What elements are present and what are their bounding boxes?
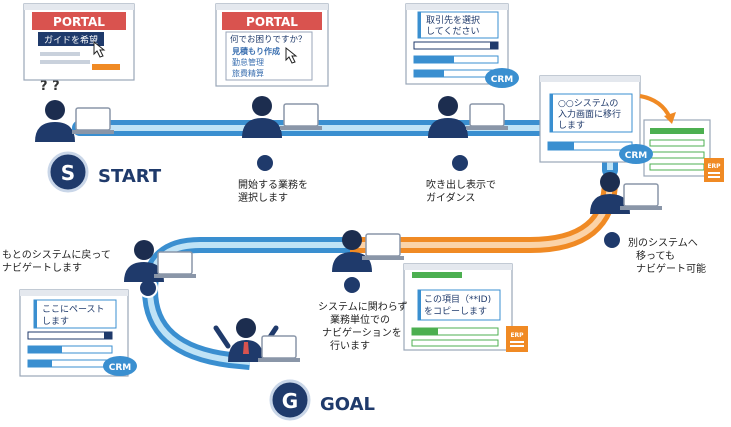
svg-text:もとのシステムに戻って: もとのシステムに戻って <box>2 248 111 261</box>
goal-label: GOAL <box>320 394 375 415</box>
svg-text:します: します <box>558 120 585 131</box>
person-goal <box>213 318 279 362</box>
laptop-2 <box>279 103 323 131</box>
guide-request-bubble: ガイドを希望 <box>44 34 98 46</box>
laptop-5 <box>361 233 405 261</box>
svg-text:旅費精算: 旅費精算 <box>232 68 264 78</box>
caption-5: もとのシステムに戻って ナビゲートします <box>2 248 111 274</box>
svg-text:CRM: CRM <box>109 363 132 373</box>
road-top <box>72 120 618 178</box>
svg-text:入力画面に移行: 入力画面に移行 <box>558 108 621 120</box>
step-dot-1 <box>255 153 275 173</box>
svg-text:見積もり作成: 見積もり作成 <box>231 46 280 56</box>
svg-text:CRM: CRM <box>625 151 648 161</box>
svg-text:PORTAL: PORTAL <box>53 15 105 29</box>
svg-text:勤怠管理: 勤怠管理 <box>232 57 264 67</box>
laptop-6 <box>153 251 197 279</box>
cursor-hand-icon-2 <box>285 46 298 64</box>
svg-text:S: S <box>61 161 75 185</box>
svg-text:します: します <box>42 316 69 327</box>
svg-text:ナビゲート可能: ナビゲート可能 <box>636 262 706 275</box>
svg-text:システムに関わらず: システムに関わらず <box>318 301 408 313</box>
step-dot-2 <box>450 153 470 173</box>
step-dot-4 <box>342 275 362 295</box>
laptop-3 <box>465 103 509 131</box>
crm-screen-4: ○○システムの 入力画面に移行 します CRM ERP <box>539 75 724 182</box>
svg-text:ナビゲーションを: ナビゲーションを <box>322 327 402 339</box>
svg-text:開始する業務を: 開始する業務を <box>238 178 308 191</box>
laptop-start <box>71 107 115 135</box>
step-dot-3 <box>602 230 622 250</box>
svg-text:○○システムの: ○○システムの <box>558 98 618 109</box>
svg-text:取引先を選択: 取引先を選択 <box>426 14 480 26</box>
svg-text:行います: 行います <box>330 339 370 352</box>
svg-text:業務単位での: 業務単位での <box>330 313 390 326</box>
laptop-4 <box>619 183 663 211</box>
person-2 <box>242 96 282 138</box>
erp-screen-5: この項目（**ID) をコピーします ERP <box>403 263 528 352</box>
laptop-goal <box>257 335 301 363</box>
portal-screen-1: PORTAL ガイドを希望 <box>23 3 135 81</box>
crm-screen-3: 取引先を選択 してください CRM <box>405 3 519 88</box>
start-label: START <box>98 166 162 187</box>
crm-screen-6: ここにペースト します CRM <box>19 289 137 377</box>
svg-text:してください: してください <box>426 26 479 37</box>
portal-screen-2: PORTAL 何でお困りですか？ 見積もり作成 勤怠管理 旅費精算 <box>215 3 329 87</box>
svg-text:何でお困りですか？: 何でお困りですか？ <box>230 34 307 45</box>
svg-text:この項目（**ID): この項目（**ID) <box>424 294 491 305</box>
start-badge: S START <box>47 151 162 193</box>
svg-text:選択します: 選択します <box>238 191 288 204</box>
svg-text:ナビゲートします: ナビゲートします <box>2 262 82 274</box>
person-start <box>35 100 75 142</box>
caption-4: システムに関わらず 業務単位での ナビゲーションを 行います <box>318 301 408 352</box>
caption-1: 開始する業務を 選択します <box>238 178 308 204</box>
cursor-hand-icon <box>93 40 106 58</box>
caption-3: 別のシステムへ 移っても ナビゲート可能 <box>628 237 706 275</box>
svg-text:ERP: ERP <box>510 332 524 339</box>
svg-text:別のシステムへ: 別のシステムへ <box>628 237 698 249</box>
svg-text:PORTAL: PORTAL <box>246 15 298 29</box>
svg-text:吹き出し表示で: 吹き出し表示で <box>426 178 496 191</box>
confused-marks: ? ? <box>40 79 60 94</box>
svg-text:G: G <box>282 389 298 413</box>
goal-badge: G GOAL <box>269 379 375 421</box>
svg-text:移っても: 移っても <box>636 249 675 262</box>
transition-arrow-icon <box>639 94 672 119</box>
caption-2: 吹き出し表示で ガイダンス <box>426 178 496 204</box>
person-3 <box>428 96 468 138</box>
svg-text:CRM: CRM <box>491 75 514 85</box>
svg-text:ここにペースト: ここにペースト <box>42 304 105 315</box>
svg-text:をコピーします: をコピーします <box>424 306 487 317</box>
svg-text:ERP: ERP <box>707 163 721 170</box>
svg-text:ガイダンス: ガイダンス <box>426 191 475 204</box>
